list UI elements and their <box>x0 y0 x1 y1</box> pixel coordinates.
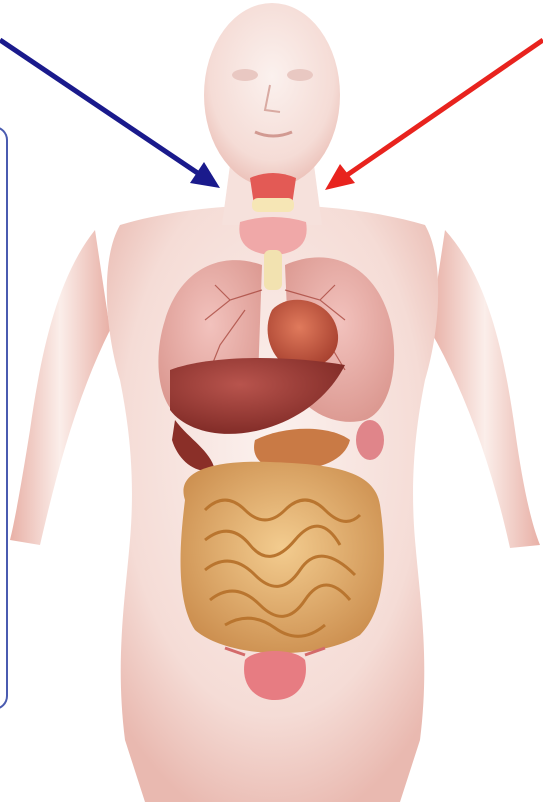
spleen <box>356 420 384 460</box>
right-eye <box>287 69 313 81</box>
thyroid-cartilage <box>252 198 294 212</box>
right-pointer-arrow <box>325 40 543 190</box>
left-eye <box>232 69 258 81</box>
right-arm <box>430 230 540 548</box>
head <box>204 3 340 187</box>
left-arm <box>10 230 110 545</box>
large-intestine <box>181 462 384 653</box>
trachea <box>264 250 282 290</box>
left-pointer-arrow <box>0 40 220 188</box>
